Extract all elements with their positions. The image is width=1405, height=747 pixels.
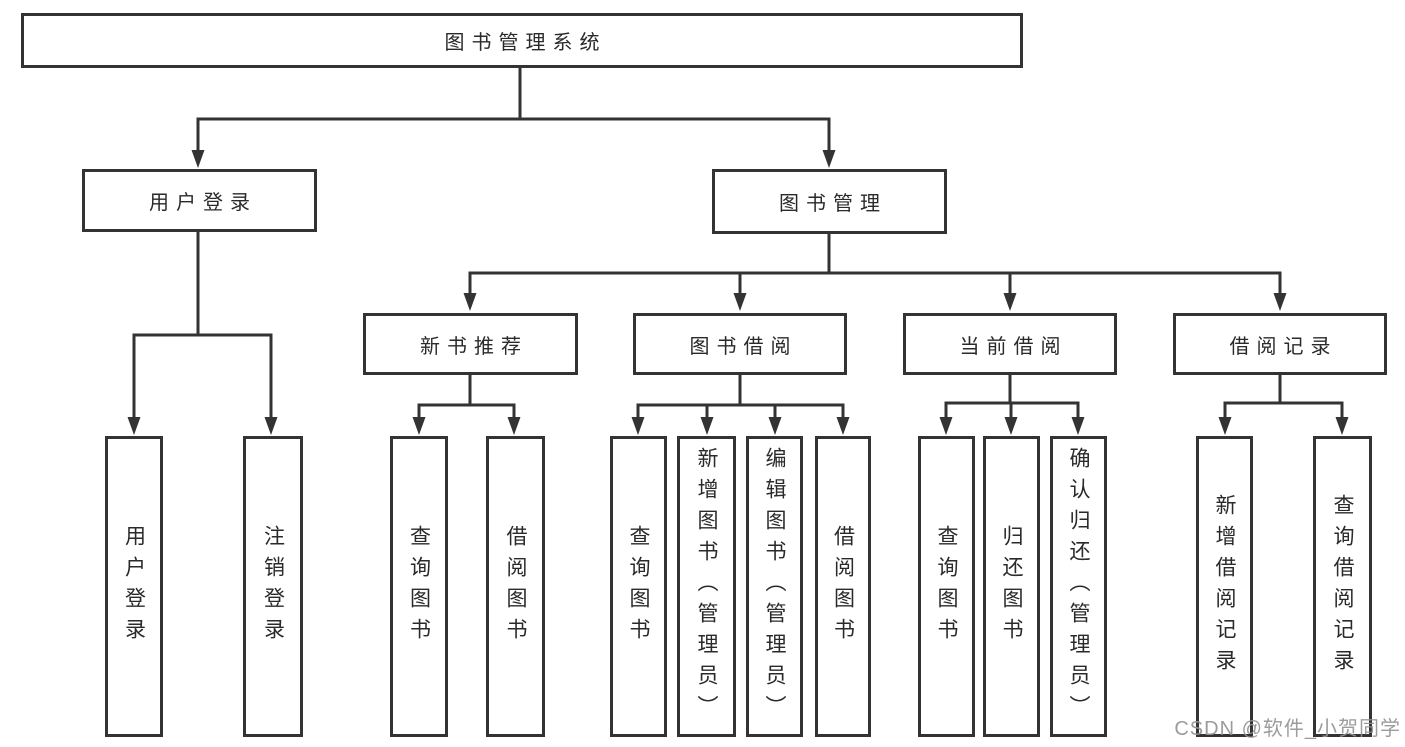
leaf-query-books-borrow-label: 查询图书 xyxy=(627,524,650,649)
leaf-add-borrow-record-label: 新增借阅记录 xyxy=(1213,493,1236,680)
connector-new-book-to-leaves xyxy=(412,374,521,435)
leaf-query-books-current-label: 查询图书 xyxy=(935,524,958,649)
node-new-book-recommend-label: 新书推荐 xyxy=(420,335,528,358)
leaf-borrow-books-recommend-label: 借阅图书 xyxy=(504,524,527,649)
node-user-login: 用户登录 xyxy=(82,169,317,232)
node-book-borrow: 图书借阅 xyxy=(633,313,847,375)
leaf-user-login-label: 用户登录 xyxy=(122,524,146,649)
node-current-borrow-label: 当前借阅 xyxy=(959,335,1068,358)
leaf-query-borrow-record-label: 查询借阅记录 xyxy=(1331,493,1354,680)
leaf-confirm-return-admin-label: 确认归还（管理员） xyxy=(1067,447,1090,726)
node-book-borrow-label: 图书借阅 xyxy=(689,335,798,358)
node-system-root-label: 图书管理系统 xyxy=(444,32,607,54)
leaf-borrow-books-label: 借阅图书 xyxy=(831,524,855,649)
node-borrow-records: 借阅记录 xyxy=(1173,313,1387,375)
leaf-add-borrow-record: 新增借阅记录 xyxy=(1196,436,1253,737)
leaf-logout-label: 注销登录 xyxy=(261,524,285,649)
leaf-return-books-label: 归还图书 xyxy=(1000,524,1023,649)
node-book-management-label: 图书管理 xyxy=(779,193,887,215)
leaf-borrow-books-recommend: 借阅图书 xyxy=(486,436,545,737)
connector-borrow-records-to-leaves xyxy=(1218,374,1349,435)
node-current-borrow: 当前借阅 xyxy=(903,313,1117,375)
node-book-management: 图书管理 xyxy=(712,169,947,234)
node-system-root: 图书管理系统 xyxy=(21,13,1023,68)
node-borrow-records-label: 借阅记录 xyxy=(1229,335,1338,358)
leaf-edit-books-admin-label: 编辑图书（管理员） xyxy=(763,447,786,726)
node-new-book-recommend: 新书推荐 xyxy=(363,313,578,375)
leaf-logout: 注销登录 xyxy=(243,436,303,737)
leaf-query-books-current: 查询图书 xyxy=(918,436,975,737)
leaf-add-books-admin-label: 新增图书（管理员） xyxy=(695,447,718,726)
connector-book-management-to-level3 xyxy=(463,233,1287,311)
leaf-query-borrow-record: 查询借阅记录 xyxy=(1313,436,1372,737)
leaf-query-books-recommend-label: 查询图书 xyxy=(407,524,431,649)
node-user-login-label: 用户登录 xyxy=(149,192,257,214)
connector-root-to-level2 xyxy=(191,67,836,168)
leaf-confirm-return-admin: 确认归还（管理员） xyxy=(1050,436,1107,737)
connector-current-borrow-to-leaves xyxy=(939,374,1085,435)
leaf-query-books-recommend: 查询图书 xyxy=(390,436,448,737)
leaf-return-books: 归还图书 xyxy=(983,436,1040,737)
leaf-borrow-books: 借阅图书 xyxy=(815,436,871,737)
leaf-query-books-borrow: 查询图书 xyxy=(610,436,667,737)
leaf-edit-books-admin: 编辑图书（管理员） xyxy=(746,436,803,737)
leaf-add-books-admin: 新增图书（管理员） xyxy=(677,436,736,737)
watermark: CSDN @软件_小贺同学 xyxy=(1174,718,1401,740)
leaf-user-login: 用户登录 xyxy=(105,436,163,737)
connector-user-login-to-leaves xyxy=(127,231,278,435)
connector-book-borrow-to-leaves xyxy=(631,374,850,435)
